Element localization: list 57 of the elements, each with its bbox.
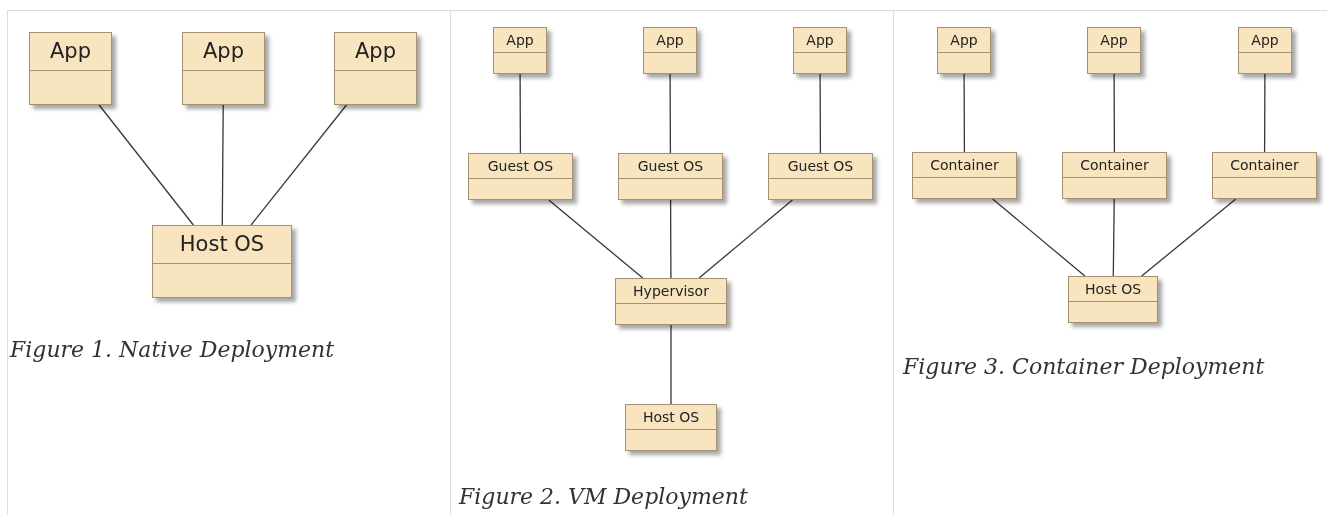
node-box: [643, 27, 697, 74]
node-label: Guest OS: [637, 159, 704, 173]
figure-caption: Figure 1. Native Deployment: [10, 336, 335, 364]
node-label: Host OS: [642, 410, 700, 424]
node-box: [334, 32, 417, 105]
node-box: [1212, 152, 1317, 199]
connector-line: [1141, 198, 1237, 277]
connector-line: [548, 199, 644, 279]
connector-line: [963, 73, 966, 153]
node-label: App: [50, 41, 91, 62]
connector-line: [221, 104, 224, 226]
node-box: [1062, 152, 1167, 199]
node-box: [618, 153, 723, 200]
node-box: [182, 32, 265, 105]
node-box: [615, 278, 727, 325]
connector-line: [250, 104, 348, 226]
node-label: App: [656, 33, 684, 47]
figure-caption: Figure 3. Container Deployment: [903, 353, 1265, 381]
node-box: [625, 404, 717, 451]
node-label: Container: [930, 158, 999, 172]
node-label: Container: [1080, 158, 1149, 172]
node-box: [1238, 27, 1292, 74]
connector-line: [669, 73, 672, 154]
node-box: [793, 27, 847, 74]
figure-caption: Figure 2. VM Deployment: [459, 483, 748, 511]
node-label: App: [203, 41, 244, 62]
node-label: Guest OS: [787, 159, 854, 173]
node-label: Guest OS: [487, 159, 554, 173]
node-label: Host OS: [179, 234, 265, 255]
node-box: [937, 27, 991, 74]
connector-line: [1263, 73, 1266, 153]
node-label: Hypervisor: [633, 284, 709, 298]
node-label: App: [950, 33, 978, 47]
node-box: [768, 153, 873, 200]
node-box: [1087, 27, 1141, 74]
node-label: Container: [1230, 158, 1299, 172]
node-box: [1068, 276, 1158, 323]
node-label: App: [1100, 33, 1128, 47]
connector-line: [819, 73, 822, 154]
node-box: [468, 153, 573, 200]
node-box: [29, 32, 112, 105]
node-label: App: [506, 33, 534, 47]
node-box: [912, 152, 1017, 199]
connector-line: [98, 104, 194, 226]
connector-line: [698, 199, 794, 279]
connector-line: [1113, 73, 1116, 153]
connector-line: [669, 199, 672, 279]
connector-line: [519, 73, 522, 154]
node-box: [493, 27, 547, 74]
connector-line: [992, 198, 1086, 277]
node-label: Host OS: [1084, 282, 1142, 296]
node-label: App: [806, 33, 834, 47]
connector-line: [670, 324, 672, 405]
node-label: App: [1251, 33, 1279, 47]
node-box: [152, 225, 292, 298]
connector-line: [1112, 198, 1115, 277]
node-label: App: [355, 41, 396, 62]
